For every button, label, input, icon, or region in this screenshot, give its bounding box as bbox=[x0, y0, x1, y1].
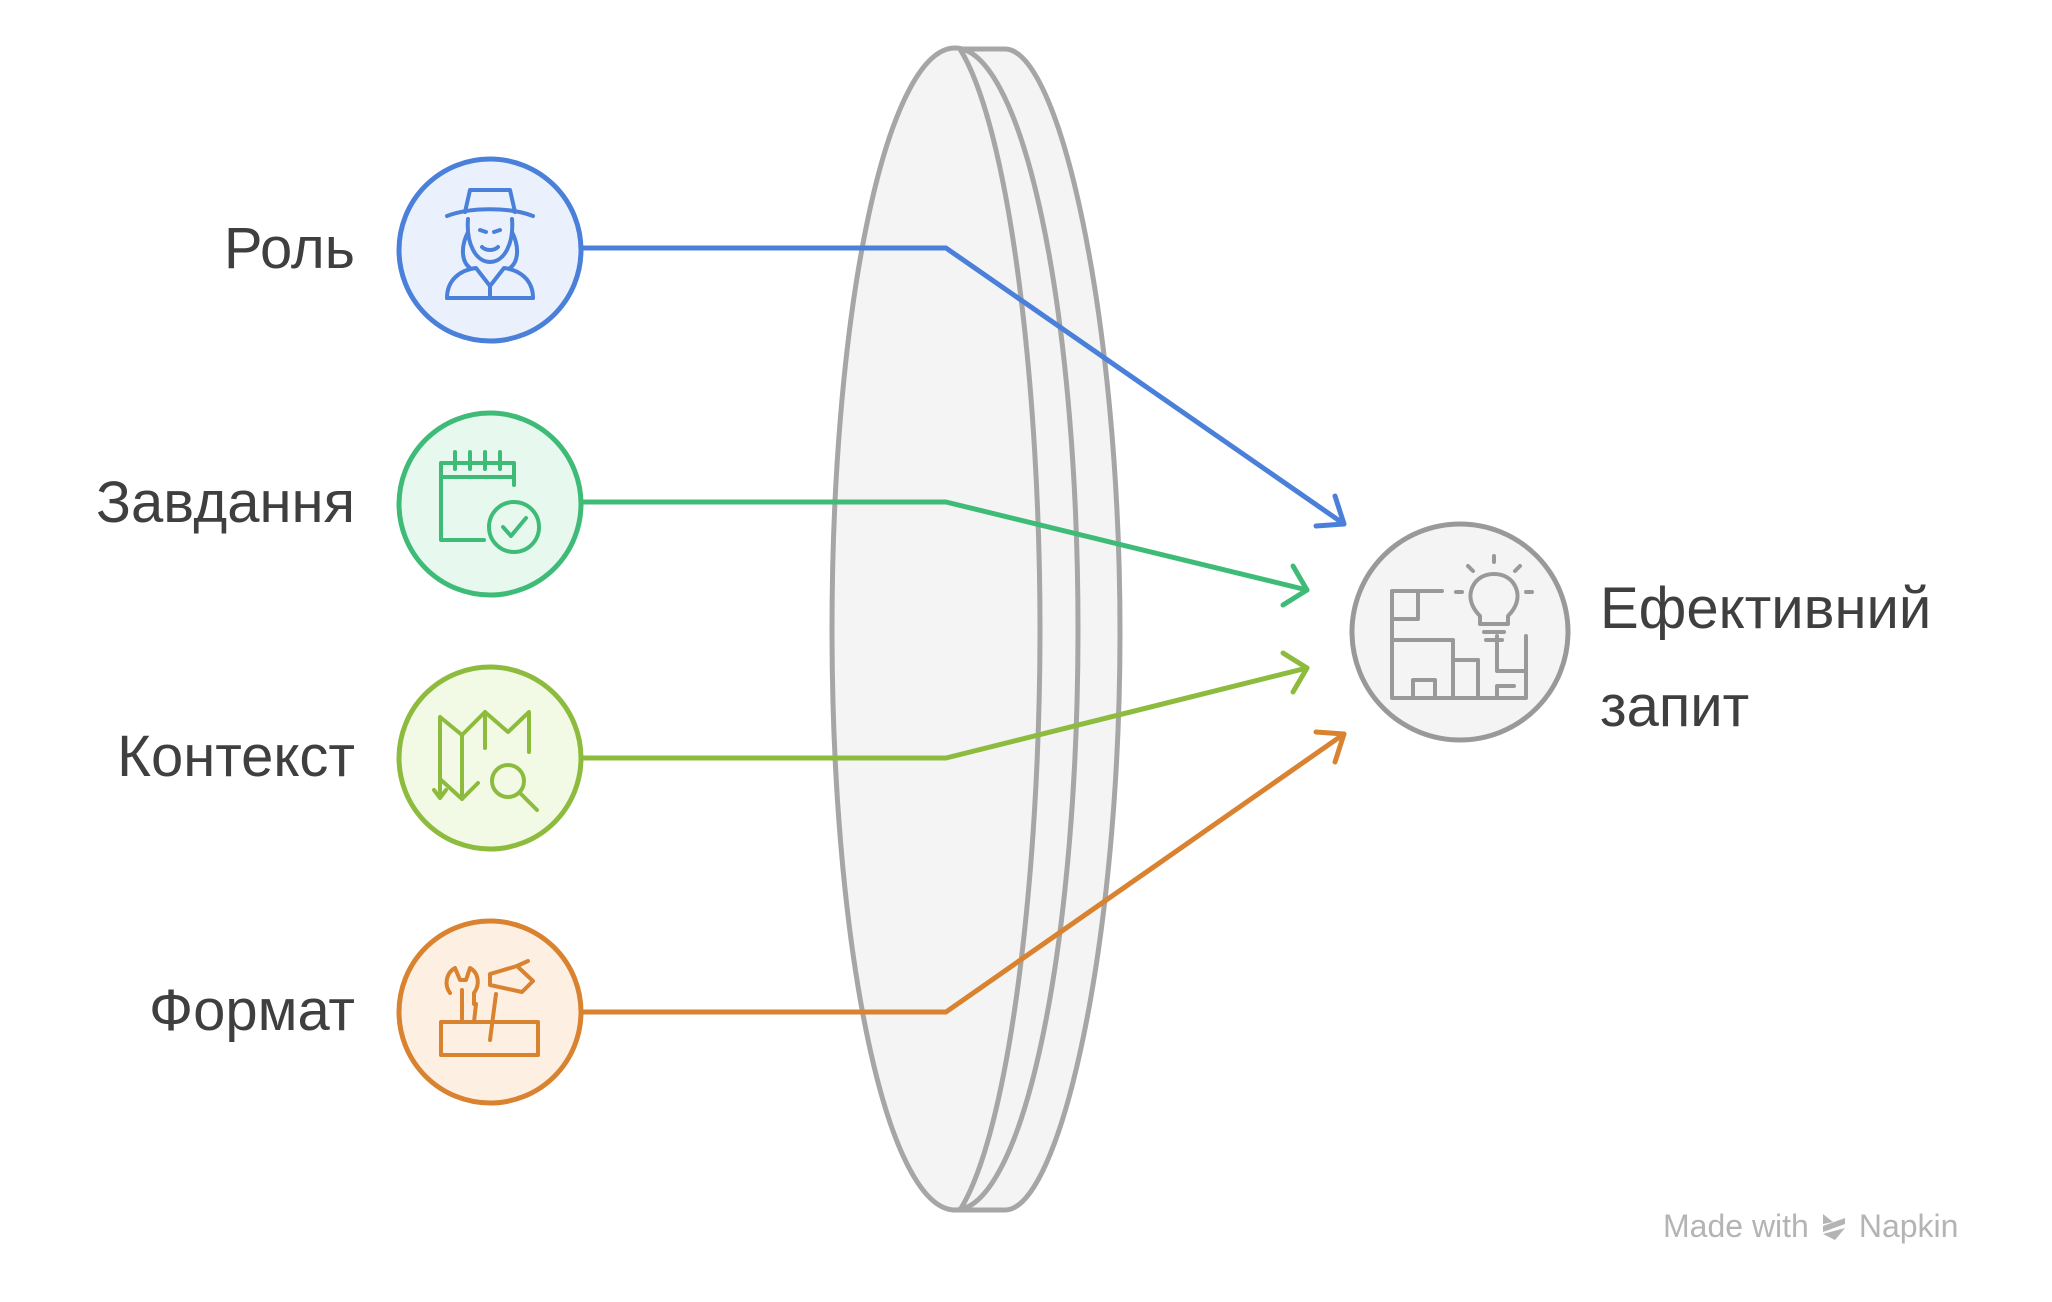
input-node-format bbox=[396, 918, 584, 1106]
lens bbox=[829, 45, 1123, 1213]
input-node-role bbox=[396, 156, 584, 344]
input-node-task bbox=[396, 410, 584, 598]
blueprint-lightbulb-icon bbox=[1390, 554, 1534, 700]
connector-context bbox=[579, 650, 1310, 761]
result-label-line2: запит bbox=[1600, 674, 1750, 739]
result-label: Ефективний запит bbox=[1600, 560, 1931, 756]
calendar-check-icon bbox=[439, 450, 541, 554]
connector-role bbox=[579, 245, 1347, 529]
connector-format bbox=[579, 729, 1347, 1015]
input-node-context bbox=[396, 664, 584, 852]
watermark: Made with Napkin bbox=[1663, 1208, 1958, 1245]
input-label-format: Формат bbox=[148, 978, 355, 1043]
result-node bbox=[1349, 521, 1571, 743]
lens-face bbox=[829, 45, 1081, 1213]
watermark-brand: Napkin bbox=[1858, 1208, 1959, 1244]
watermark-prefix: Made with bbox=[1663, 1208, 1809, 1244]
napkin-logo-icon bbox=[1822, 1213, 1845, 1240]
result-label-line1: Ефективний bbox=[1600, 576, 1932, 641]
input-label-context: Контекст bbox=[117, 724, 355, 789]
connector-task bbox=[579, 499, 1310, 608]
map-search-icon bbox=[432, 710, 539, 812]
connectors bbox=[579, 245, 1347, 1015]
input-label-task: Завдання bbox=[95, 470, 355, 535]
input-label-role: Роль bbox=[223, 216, 355, 281]
cowboy-person-icon bbox=[445, 188, 535, 300]
toolbox-icon bbox=[439, 959, 540, 1057]
lens-inner-edge bbox=[957, 47, 1043, 1212]
